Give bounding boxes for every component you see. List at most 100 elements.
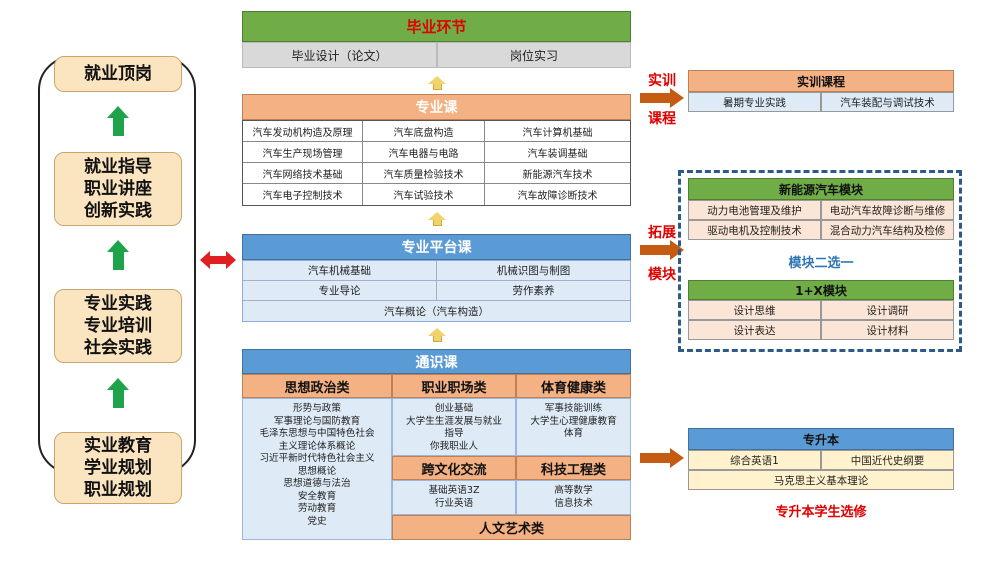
upgrade-header: 专升本 [688, 428, 954, 450]
general-course-item: 主义理论体系概论 [278, 440, 356, 452]
stage-line: 专业培训 [84, 315, 152, 336]
course-label: 汽车电器与电路 [388, 148, 459, 160]
right-arrow-icon [640, 448, 686, 468]
course-label: 专业导论 [318, 285, 361, 297]
tech-list: 高等数学信息技术 [516, 480, 631, 515]
nev-module-cell: 动力电池管理及维护 [688, 200, 821, 220]
platform-course-cell: 专业导论 [243, 281, 437, 301]
group-title: 思想政治类 [284, 380, 350, 396]
training-course-cell: 汽车装配与调试技术 [821, 92, 954, 112]
x-module-cell: 设计思维 [688, 300, 821, 320]
x-module-cell: 设计调研 [821, 300, 954, 320]
course-label: 汽车概论（汽车构造） [384, 305, 489, 318]
major-course-cell: 汽车发动机构造及原理 [243, 121, 363, 142]
major-course-cell: 汽车质量检验技术 [363, 163, 485, 184]
general-course-item: 劳动教育 [297, 503, 337, 514]
general-courses-header: 通识课 [242, 349, 631, 374]
general-courses-title: 通识课 [415, 354, 458, 371]
group-title: 体育健康类 [540, 380, 606, 396]
course-label: 设计材料 [866, 324, 909, 337]
course-label: 汽车质量检验技术 [383, 169, 464, 181]
x-module-cell: 设计表达 [688, 320, 821, 340]
graduation-title: 毕业环节 [406, 18, 467, 36]
general-course-item: 安全教育 [297, 490, 337, 502]
major-course-cell: 汽车网络技术基础 [243, 163, 363, 184]
upgrade-note: 专升本学生选修 [688, 500, 954, 520]
course-label: 机械识图与制图 [496, 265, 571, 277]
career-list: 创业基础大学生生涯发展与就业指导你我职业人 [392, 398, 516, 456]
group-title: 人文艺术类 [478, 522, 544, 537]
general-course-item: 军事理论与国防教育 [273, 415, 361, 427]
expand-label: 模块 [648, 264, 676, 284]
general-course-item: 基础英语3Z [428, 485, 480, 496]
course-label: 设计表达 [733, 324, 776, 337]
stage-line: 就业指导 [84, 156, 152, 177]
stage-line: 学业规划 [84, 457, 152, 478]
major-course-cell: 汽车计算机基础 [485, 121, 630, 142]
platform-course-cell: 汽车机械基础 [243, 261, 437, 281]
course-label: 汽车底盘构造 [393, 127, 454, 139]
x-module-header: 1+X模块 [688, 280, 954, 300]
up-arrow-icon [107, 106, 129, 136]
training-label: 课程 [648, 108, 676, 128]
general-course-item: 体育 [563, 428, 584, 439]
course-label: 汽车机械基础 [308, 265, 371, 277]
general-course-item: 信息技术 [554, 497, 593, 509]
course-label: 设计思维 [733, 304, 776, 317]
nev-module-cell: 混合动力汽车结构及检修 [821, 220, 954, 240]
label-line: 课程 [648, 111, 676, 127]
major-courses-header: 专业课 [242, 94, 631, 120]
label-line: 拓展 [648, 225, 676, 241]
upgrade-cell: 综合英语1 [688, 450, 821, 470]
stage-line: 就业顶岗 [84, 63, 152, 84]
up-arrow-icon [428, 76, 446, 90]
platform-course-cell: 机械识图与制图 [437, 261, 630, 281]
general-course-item: 军事技能训练 [544, 403, 603, 414]
nev-module-header: 新能源汽车模块 [688, 178, 954, 200]
course-label: 暑期专业实践 [723, 96, 786, 109]
up-arrow-icon [107, 378, 129, 408]
course-label: 汽车生产现场管理 [262, 148, 343, 160]
general-course-item: 思想概论 [297, 465, 337, 477]
up-arrow-icon [107, 240, 129, 270]
major-course-cell: 汽车底盘构造 [363, 121, 485, 142]
training-label: 实训 [648, 70, 676, 90]
major-courses-table: 汽车发动机构造及原理汽车底盘构造汽车计算机基础汽车生产现场管理汽车电器与电路汽车… [242, 120, 631, 206]
platform-courses-table: 汽车机械基础 机械识图与制图 专业导论 劳作素养 汽车概论（汽车构造） [242, 260, 631, 322]
label-line: 实训 [648, 73, 676, 89]
major-course-cell: 新能源汽车技术 [485, 163, 630, 184]
stage-line: 实业教育 [84, 435, 152, 456]
nev-module-cell: 电动汽车故障诊断与维修 [821, 200, 954, 220]
tech-header: 科技工程类 [516, 456, 631, 480]
x-module-title: 1+X模块 [795, 283, 847, 298]
course-label: 劳作素养 [512, 285, 555, 297]
major-course-cell: 汽车生产现场管理 [243, 142, 363, 163]
up-arrow-icon [428, 328, 446, 342]
upgrade-cell: 中国近代史纲要 [821, 450, 954, 470]
double-arrow-icon [200, 251, 236, 269]
general-course-item: 行业英语 [434, 497, 474, 509]
stage-employment: 就业顶岗 [54, 56, 182, 92]
general-course-item: 习近平新时代特色社会主义 [259, 453, 375, 464]
culture-header: 跨文化交流 [392, 456, 516, 480]
general-course-item: 毛泽东思想与中国特色社会 [259, 428, 375, 439]
group-title: 科技工程类 [540, 462, 606, 478]
general-course-item: 创业基础 [434, 403, 474, 414]
graduation-item-label: 岗位实习 [509, 48, 558, 63]
major-course-cell: 汽车电子控制技术 [243, 184, 363, 205]
course-label: 电动汽车故障诊断与维修 [829, 204, 946, 217]
general-course-item: 大学生心理健康教育 [530, 415, 617, 427]
major-course-cell: 汽车电器与电路 [363, 142, 485, 163]
politics-list: 形势与政策军事理论与国防教育毛泽东思想与中国特色社会主义理论体系概论习近平新时代… [242, 398, 392, 540]
label-line: 模块 [648, 267, 676, 283]
stage-guidance: 就业指导 职业讲座 创新实践 [54, 152, 182, 226]
sports-list: 军事技能训练大学生心理健康教育体育 [516, 398, 631, 456]
nev-module-title: 新能源汽车模块 [778, 182, 863, 197]
course-label: 汽车发动机构造及原理 [252, 127, 353, 139]
training-course-cell: 暑期专业实践 [688, 92, 821, 112]
nev-module-cell: 驱动电机及控制技术 [688, 220, 821, 240]
module-choice-label: 模块二选一 [688, 250, 954, 272]
stage-planning: 实业教育 学业规划 职业规划 [54, 432, 182, 504]
major-course-cell: 汽车装调基础 [485, 142, 630, 163]
